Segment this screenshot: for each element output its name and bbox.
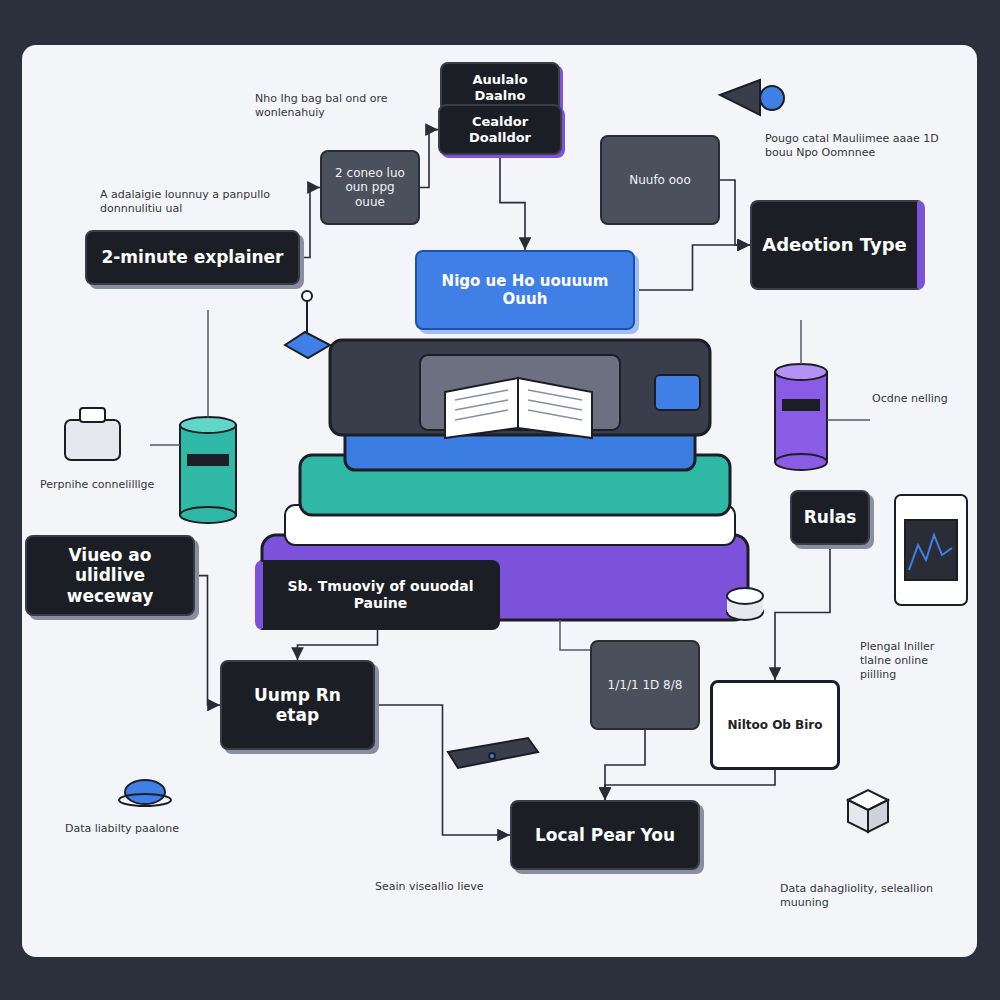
- node-text: Local Pear You: [535, 825, 675, 845]
- disc-icon: [727, 588, 763, 620]
- annotation-note: Nho Ihg bag bal ond ore wonlenahuiy: [255, 92, 415, 120]
- laptop-icon: [448, 738, 538, 768]
- connector-arrow: [500, 155, 525, 250]
- lamp-icon: [720, 80, 784, 115]
- process-box: 2-minute explainer: [85, 230, 300, 285]
- node-text: 1/1/1 1D 8/8: [608, 678, 683, 692]
- node-text: Auulalo Daalno: [452, 72, 548, 103]
- header-box: Cealdor Doalldor: [438, 104, 562, 155]
- highlight-box: Nigo ue Ho uouuum Ouuh: [415, 250, 635, 330]
- connector-arrow: [298, 630, 378, 660]
- annotation-note: Data dahagliolity, seleallion muuning: [780, 882, 970, 910]
- box-icon: [848, 790, 888, 832]
- process-box: Rulas: [790, 490, 870, 545]
- annotation-note: Perpnihe connelilllge: [40, 478, 170, 492]
- annotation-note: A adalaigie lounnuy a panpullo donnnulit…: [100, 188, 290, 216]
- connector-arrow: [775, 545, 830, 680]
- process-box: Adeotion Type: [750, 200, 925, 290]
- connector-arrow: [195, 576, 220, 705]
- process-box: Uump Rn etap: [220, 660, 375, 750]
- globe-icon: [119, 780, 171, 806]
- node-text: Uump Rn etap: [232, 685, 363, 726]
- connector-arrow: [635, 245, 750, 290]
- connector-arrow: [605, 770, 775, 800]
- connector-arrow: [375, 705, 510, 835]
- node-text: Cealdor Doalldor: [450, 114, 550, 145]
- connector-arrow: [720, 180, 750, 245]
- device-icon: [65, 408, 120, 460]
- node-text: 2-minute explainer: [101, 247, 283, 267]
- process-box: Local Pear You: [510, 800, 700, 870]
- connector-arrow: [605, 730, 645, 800]
- process-box: 1/1/1 1D 8/8: [590, 640, 700, 730]
- wire: [150, 310, 870, 650]
- annotation-note: Data liabilty paalone: [65, 822, 235, 836]
- node-text: Viueo ao ulidlive weceway: [37, 545, 183, 606]
- teal-cylinder: [180, 417, 236, 523]
- layer-band: Sb. Tmuoviy of ouuodal Pauine: [255, 560, 500, 630]
- annotation-note: Pougo catal Mauliimee aaae 1D bouu Npo O…: [765, 132, 940, 160]
- annotation-note: Plengal Iniller tlalne online piilling: [860, 640, 955, 681]
- annotation-note: Seain viseallio Iieve: [375, 880, 525, 894]
- node-text: 2 coneo luo oun ppg ouue: [332, 166, 408, 209]
- node-text: Adeotion Type: [762, 234, 907, 256]
- process-box: Nuufo ooo: [600, 135, 720, 225]
- process-box: Viueo ao ulidlive weceway: [25, 535, 195, 616]
- robot-icon: [285, 291, 330, 358]
- connector-arrow: [300, 188, 320, 258]
- process-box: Niltoo Ob Biro: [710, 680, 840, 770]
- connector-arrow: [420, 130, 438, 188]
- node-text: Sb. Tmuoviy of ouuodal Pauine: [273, 578, 488, 612]
- node-text: Nigo ue Ho uouuum Ouuh: [427, 272, 623, 308]
- node-text: Niltoo Ob Biro: [727, 718, 822, 732]
- node-text: Rulas: [804, 507, 857, 527]
- annotation-note: Ocdne nelling: [872, 392, 957, 406]
- chart-card: [895, 495, 967, 605]
- purple-cylinder: [775, 364, 827, 470]
- process-box: 2 coneo luo oun ppg ouue: [320, 150, 420, 225]
- node-text: Nuufo ooo: [629, 173, 691, 187]
- panel: [22, 45, 977, 957]
